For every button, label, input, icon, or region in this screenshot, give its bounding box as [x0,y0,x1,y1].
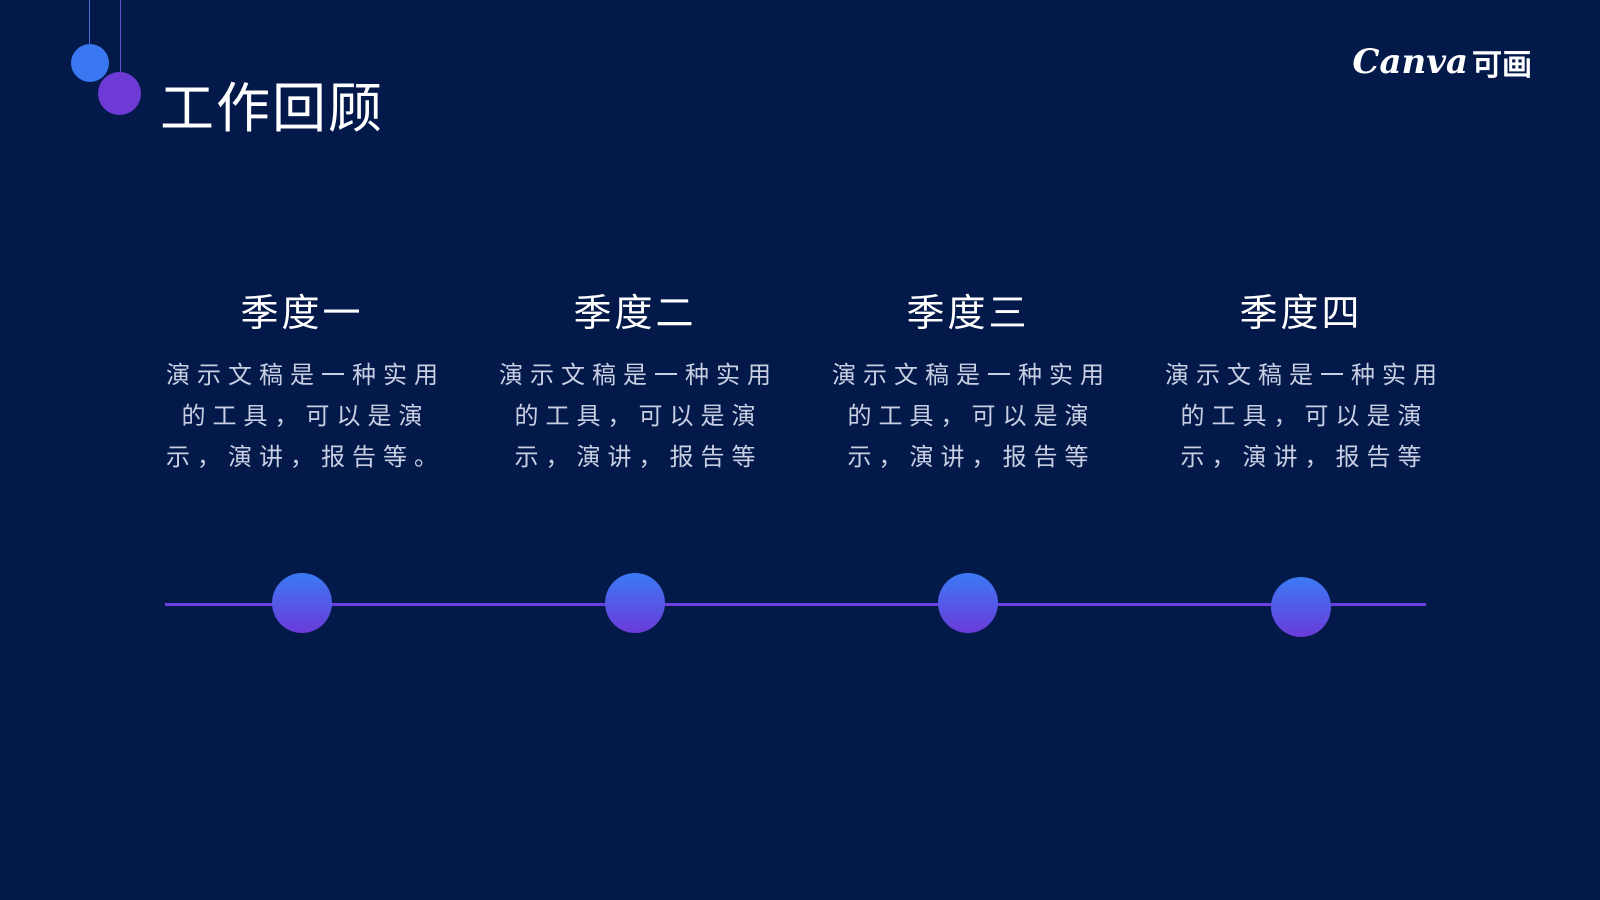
quarter-title: 季度一 [240,291,364,335]
page-title: 工作回顾 [160,77,384,141]
description-line: 演示文稿是一种实用 [166,361,445,389]
description-line: 演示文稿是一种实用 [1165,361,1444,389]
description-line: 的工具，可以是演 [1180,402,1429,430]
quarter-column-3: 季度三 演示文稿是一种实用 的工具，可以是演 示，演讲，报告等 [818,285,1118,478]
description-line: 的工具，可以是演 [514,402,763,430]
description-line: 示，演讲，报告等。 [166,443,445,471]
quarter-title: 季度四 [1239,291,1363,335]
description-line: 演示文稿是一种实用 [832,361,1111,389]
quarter-description: 演示文稿是一种实用 的工具，可以是演 示，演讲，报告等 [818,355,1118,478]
logo-latin-text: Canva [1352,42,1468,82]
decor-hanging-line [89,0,90,44]
description-line: 示，演讲，报告等 [1180,443,1429,471]
description-line: 的工具，可以是演 [181,402,430,430]
decor-purple-circle [98,72,141,115]
description-line: 的工具，可以是演 [847,402,1096,430]
timeline-marker-3 [938,573,998,633]
quarter-description: 演示文稿是一种实用 的工具，可以是演 示，演讲，报告等 [1151,355,1451,478]
quarter-column-2: 季度二 演示文稿是一种实用 的工具，可以是演 示，演讲，报告等 [485,285,785,478]
timeline-marker-1 [272,573,332,633]
quarter-column-1: 季度一 演示文稿是一种实用 的工具，可以是演 示，演讲，报告等。 [152,285,452,478]
decor-blue-circle [71,44,109,82]
quarter-description: 演示文稿是一种实用 的工具，可以是演 示，演讲，报告等。 [152,355,452,478]
description-line: 演示文稿是一种实用 [499,361,778,389]
logo-chinese-text: 可画 [1472,48,1532,83]
canva-logo: Canva 可画 [1352,40,1532,84]
quarter-description: 演示文稿是一种实用 的工具，可以是演 示，演讲，报告等 [485,355,785,478]
timeline-line [165,603,1426,606]
description-line: 示，演讲，报告等 [847,443,1096,471]
quarter-title: 季度三 [906,291,1030,335]
decor-hanging-line [120,0,121,74]
timeline-marker-4 [1271,577,1331,637]
description-line: 示，演讲，报告等 [514,443,763,471]
quarter-title: 季度二 [573,291,697,335]
quarter-column-4: 季度四 演示文稿是一种实用 的工具，可以是演 示，演讲，报告等 [1151,285,1451,478]
timeline-marker-2 [605,573,665,633]
